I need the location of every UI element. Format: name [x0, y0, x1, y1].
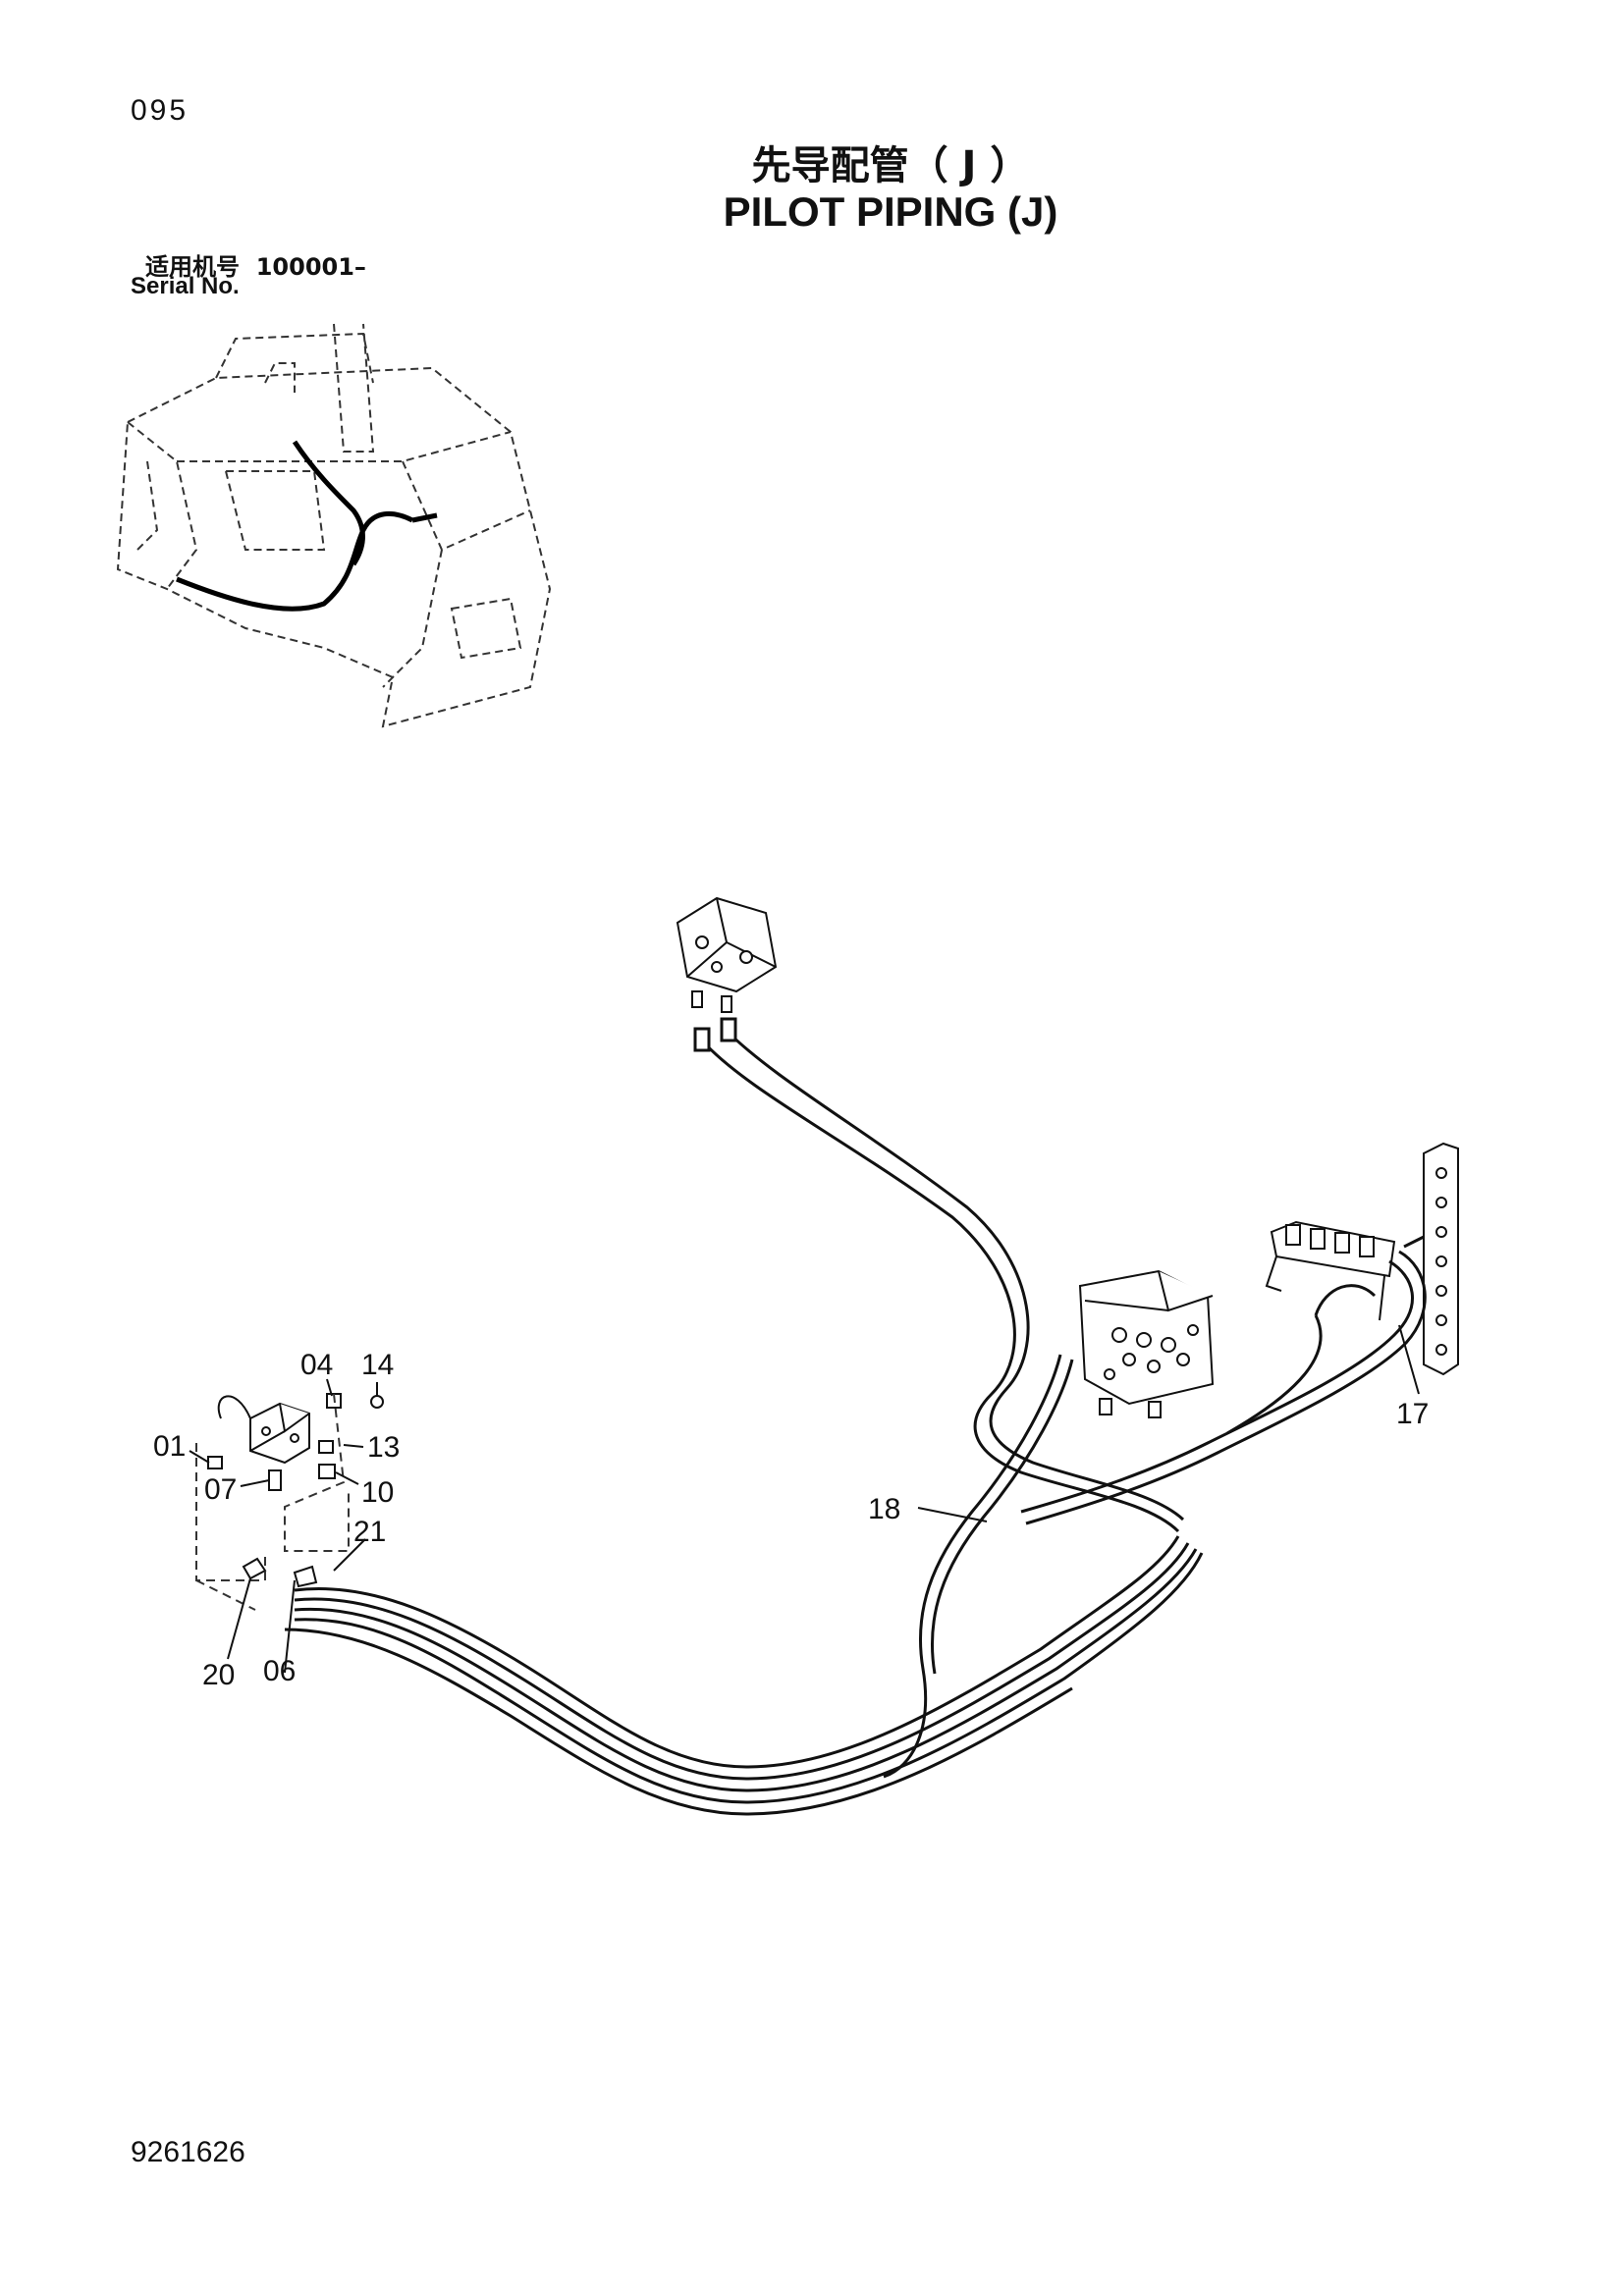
serial-label-cn-text: 适用机号 — [145, 253, 240, 281]
callout-20: 20 — [202, 1659, 235, 1691]
pilot-valve-top — [676, 896, 778, 1013]
document-number: 9261626 — [131, 2136, 245, 2168]
callout-01: 01 — [153, 1430, 186, 1463]
callout-10: 10 — [361, 1476, 394, 1509]
left-assembly-dash-lines — [195, 1393, 350, 1611]
callout-04: 04 — [300, 1349, 333, 1381]
title-chinese: 先导配管（ J ） — [751, 143, 1030, 188]
hose-bundle-main — [284, 1354, 1204, 1816]
overview-hose-route — [176, 440, 438, 612]
callout-14: 14 — [361, 1349, 394, 1381]
machine-overview-inset — [116, 323, 552, 728]
control-valve-center — [1078, 1269, 1215, 1418]
hose-bundle-right — [1020, 1235, 1427, 1525]
serial-label-chinese: 适用机号 100001– — [145, 247, 366, 282]
callout-18: 18 — [868, 1493, 900, 1525]
serial-value: 100001– — [255, 253, 366, 281]
left-valve-assembly — [207, 1393, 384, 1588]
right-valve-bank — [1265, 1142, 1459, 1376]
page-number: 095 — [131, 94, 189, 127]
callout-07: 07 — [204, 1473, 237, 1506]
serial-label-english: Serial No. — [131, 273, 240, 299]
leader-lines — [189, 1324, 1420, 1674]
callout-21: 21 — [353, 1516, 386, 1548]
hose-bundle-top — [693, 1017, 1185, 1533]
callout-13: 13 — [367, 1431, 400, 1464]
callout-17: 17 — [1396, 1398, 1429, 1430]
title-english: PILOT PIPING (J) — [723, 188, 1058, 235]
callout-06: 06 — [263, 1655, 296, 1687]
